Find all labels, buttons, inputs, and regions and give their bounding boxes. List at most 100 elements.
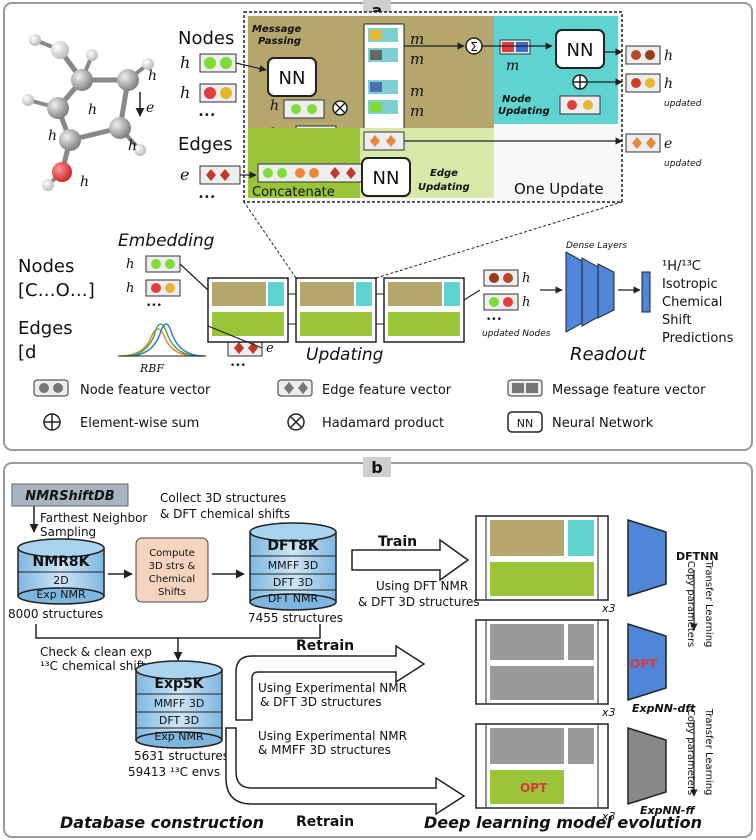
h-j-0: h — [126, 281, 134, 296]
m-lj: m — [410, 30, 424, 48]
embed-ellipsis: ••• — [146, 301, 162, 311]
transfer-learning-1: Transfer Learning — [703, 560, 714, 648]
using-dft-1: Using DFT NMR — [376, 579, 468, 593]
using-exp-dft-2: & DFT 3D structures — [260, 695, 382, 709]
prediction-line-3: Chemical — [662, 295, 722, 310]
nodes-list-2: [C…O…] — [18, 280, 95, 301]
dft8k-caption: 7455 structures — [248, 611, 343, 625]
dft8k-row-3: DFT NMR — [268, 592, 319, 605]
sigma-icon: Σ — [470, 40, 478, 54]
rbf-curves — [118, 323, 206, 357]
message-passing-title-2: Passing — [258, 36, 301, 47]
embed-edge-ellipsis: ••• — [230, 361, 246, 371]
nn-message: NN — [279, 68, 306, 89]
updating-blocks — [179, 201, 623, 349]
prediction-line-4: Shift — [662, 313, 692, 328]
x3-1: x3 — [601, 602, 616, 615]
legend-hadamard: Hadamard product — [322, 416, 444, 431]
expnn-dft-label: ExpNN-dft — [632, 702, 696, 715]
embedding-label: Embedding — [118, 231, 215, 251]
node-updating-2: Updating — [498, 106, 550, 117]
exp5k-caption-2: 59413 ¹³C envs — [128, 765, 220, 779]
prediction-line-2: Isotropic — [662, 277, 718, 292]
x3-2: x3 — [601, 706, 616, 719]
h-i-3: h — [522, 271, 530, 286]
exp5k-row-1: MMFF 3D — [154, 697, 205, 710]
legend — [33, 379, 543, 433]
panel-b-label-bg — [363, 457, 391, 477]
retrain-arrow-1 — [235, 644, 426, 721]
legend-sum: Element-wise sum — [80, 416, 199, 431]
edges-list-1: Edges — [18, 318, 73, 339]
h-i-0: h — [126, 257, 134, 272]
fns-2: Sampling — [40, 525, 96, 539]
x3-3: x3 — [601, 810, 616, 823]
nodes-ellipsis: ••• — [198, 110, 216, 121]
panel-b-label: b — [371, 458, 382, 477]
model-expnn-ff — [475, 723, 667, 809]
prediction-line-1: ¹H/¹³C — [662, 259, 701, 274]
model-dftnn — [475, 515, 667, 601]
nmr8k-database-icon — [17, 538, 105, 605]
m-nj: m — [410, 82, 424, 100]
edges-label: Edges — [178, 134, 233, 155]
compute-4: Shifts — [158, 587, 186, 598]
copy-parameters-1: Copy parameters — [685, 561, 696, 648]
nn-node: NN — [567, 40, 594, 61]
exp5k-row-2: DFT 3D — [159, 714, 199, 727]
nn-edge: NN — [373, 168, 400, 189]
nmrshiftdb-label: NMRShiftDB — [25, 489, 115, 504]
using-dft-2: & DFT 3D structures — [358, 595, 480, 609]
legend-edge: Edge feature vector — [322, 383, 452, 398]
expnn-ff-label: ExpNN-ff — [640, 804, 696, 817]
legend-nn: Neural Network — [552, 416, 654, 431]
legend-nn-box: NN — [517, 417, 533, 430]
edges-ellipsis: ••• — [198, 192, 216, 203]
dft8k-row-2: DFT 3D — [273, 576, 313, 589]
transfer-learning-2: Transfer Learning — [703, 708, 714, 796]
node-updating-1: Node — [502, 94, 531, 105]
h-i-t1: h — [664, 48, 673, 64]
check-2: ¹³C chemical shifts — [40, 659, 152, 673]
concatenate-label: Concatenate — [252, 185, 335, 200]
e-ij-0: e — [266, 341, 274, 356]
nmr8k-row-1: 2D — [53, 574, 68, 587]
legend-node: Node feature vector — [80, 383, 211, 398]
nmr8k-row-2: Exp NMR — [36, 588, 86, 601]
copy-parameters-2: Copy parameters — [685, 709, 696, 796]
mol-label-hl: h — [88, 102, 97, 118]
dftnn-label: DFTNN — [676, 550, 719, 563]
panel-a: a — [3, 0, 753, 451]
updated-ellipsis: ••• — [486, 315, 502, 325]
updated-label-1: updated — [664, 99, 702, 109]
compute-2: 3D strs & — [149, 561, 196, 572]
collect-1: Collect 3D structures — [160, 491, 286, 505]
mol-label-hn: h — [80, 174, 89, 190]
exp5k-row-3: Exp NMR — [154, 730, 204, 743]
edges-list-2: [d — [18, 342, 36, 363]
check-1: Check & clean exp — [40, 645, 152, 659]
h-j-3: h — [522, 295, 530, 310]
mol-label-hj: h — [128, 138, 137, 154]
updating-label: Updating — [306, 345, 384, 365]
one-update-label: One Update — [514, 180, 604, 198]
retrain-arrow-2 — [225, 727, 466, 816]
message-passing-title-1: Message — [252, 24, 302, 35]
opt-label-2: OPT — [520, 781, 548, 795]
dft8k-title: DFT8K — [267, 538, 319, 554]
retrain-label-1: Retrain — [296, 638, 354, 654]
exp5k-caption-1: 5631 structures — [134, 749, 229, 763]
compute-1: Compute — [149, 548, 195, 559]
mol-label-eij: e — [146, 100, 154, 116]
m-ij: m — [410, 102, 424, 120]
exp5k-title: Exp5K — [154, 676, 204, 692]
h-j-t1: h — [664, 76, 673, 92]
train-arrow — [351, 538, 470, 582]
h-j-t-left: h — [180, 83, 190, 102]
train-label: Train — [378, 534, 417, 550]
mol-label-hk: h — [48, 128, 57, 144]
panel-b: b NMRShiftDB Farthest Neighbor Sampling … — [3, 457, 753, 838]
edge-updating-2: Updating — [418, 182, 470, 193]
dense-layers — [565, 251, 651, 333]
